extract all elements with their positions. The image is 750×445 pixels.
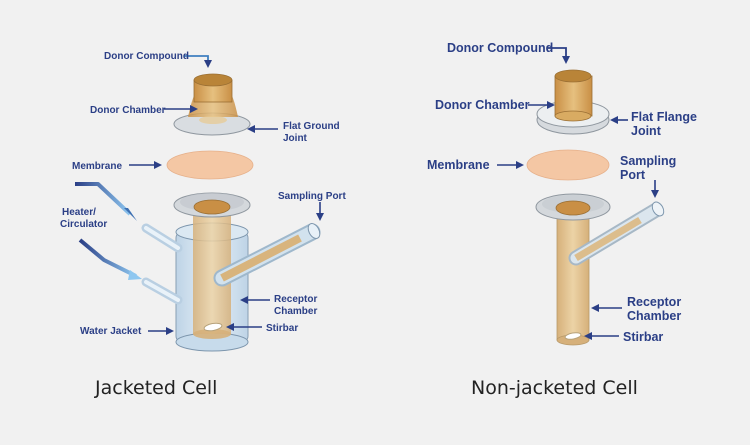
label-receptor-chamber-left-2: Chamber bbox=[274, 306, 317, 317]
label-donor-compound-right: Donor Compound bbox=[447, 41, 553, 55]
label-membrane-left: Membrane bbox=[72, 161, 122, 172]
receptor-body-right bbox=[535, 193, 665, 346]
label-sampling-port-right: Sampling bbox=[620, 154, 676, 168]
label-membrane-right: Membrane bbox=[427, 158, 490, 172]
label-flat-ground-joint: Flat Ground bbox=[283, 121, 340, 132]
heater-arrow-upper bbox=[75, 182, 132, 216]
stirbar-left bbox=[203, 322, 223, 332]
donor-chamber-left bbox=[173, 73, 251, 136]
label-flat-flange-joint-2: Joint bbox=[631, 124, 662, 138]
label-receptor-chamber-right-2: Chamber bbox=[627, 309, 681, 323]
caption-non-jacketed-cell: Non-jacketed Cell bbox=[471, 377, 638, 399]
label-stirbar-right: Stirbar bbox=[623, 330, 663, 344]
arrow-donor-compound-left bbox=[184, 55, 212, 68]
membrane-right bbox=[526, 149, 610, 181]
label-donor-chamber-right: Donor Chamber bbox=[435, 98, 530, 112]
label-flat-ground-joint-2: Joint bbox=[283, 133, 308, 144]
jacketed-cell: Donor Compound Donor Chamber Flat Ground… bbox=[60, 51, 346, 399]
label-donor-chamber-left: Donor Chamber bbox=[90, 105, 166, 116]
label-water-jacket: Water Jacket bbox=[80, 326, 142, 337]
stirbar-right bbox=[564, 332, 582, 340]
donor-chamber-right bbox=[536, 69, 610, 135]
sampling-port-tube-left bbox=[213, 223, 321, 287]
arrow-donor-compound-right bbox=[548, 47, 570, 64]
label-heater-circulator: Heater/ bbox=[62, 207, 96, 218]
label-sampling-port-right-2: Port bbox=[620, 168, 646, 182]
label-donor-compound-left: Donor Compound bbox=[104, 51, 189, 62]
label-sampling-port-left: Sampling Port bbox=[278, 191, 346, 202]
label-stirbar-left: Stirbar bbox=[266, 323, 298, 334]
heater-tubes bbox=[141, 223, 183, 305]
label-receptor-chamber-left: Receptor bbox=[274, 294, 317, 305]
label-flat-flange-joint: Flat Flange bbox=[631, 110, 697, 124]
heater-arrow-lower bbox=[78, 238, 137, 278]
label-receptor-chamber-right: Receptor bbox=[627, 295, 681, 309]
caption-jacketed-cell: Jacketed Cell bbox=[94, 377, 217, 399]
non-jacketed-cell: Donor Compound Donor Chamber Flat Flange… bbox=[427, 41, 697, 399]
label-heater-circulator-2: Circulator bbox=[60, 219, 107, 230]
membrane-left bbox=[166, 150, 254, 180]
